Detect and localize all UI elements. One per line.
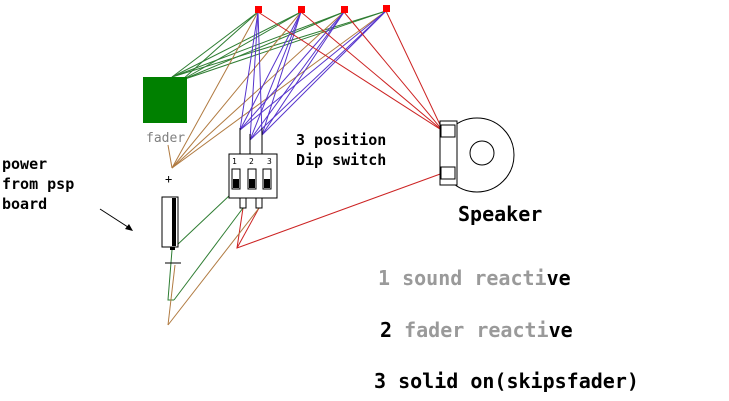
wire-purple-3-0: [239, 10, 387, 131]
wire-green-dip-ground: [173, 207, 244, 301]
speaker-terminal-top: [440, 124, 456, 138]
wire-purple-3-1: [249, 10, 387, 141]
wire-purple-1-0: [239, 11, 302, 131]
wire-green-b-2: [181, 11, 345, 81]
wire-brown-dip-ground: [167, 207, 260, 326]
led-1: [255, 6, 262, 13]
battery: +: [161, 172, 181, 264]
speaker-terminal-bottom: [440, 166, 456, 180]
wire-green-a-2: [171, 11, 345, 78]
wire-brown-2: [171, 11, 345, 169]
wire-brown-battery: [167, 264, 176, 326]
mode-2-text: fader reacti: [404, 318, 549, 342]
wire-purple-0-1: [249, 11, 259, 141]
wire-green-a-3: [171, 10, 387, 78]
fader-label: fader: [146, 131, 186, 146]
arrow: [99, 208, 133, 231]
wire-green-b-1: [181, 11, 302, 81]
wire-red-0: [257, 11, 444, 132]
mode-1-number: 1: [378, 266, 391, 290]
dip-switch-label: 3 position Dip switch: [296, 131, 387, 169]
wire-red-2: [343, 11, 444, 132]
wire-red-1: [300, 11, 444, 132]
wire-purple-0-0: [239, 11, 259, 131]
mode-3-number: 3: [374, 369, 387, 393]
wire-green-a-0: [171, 11, 259, 78]
wire-fader-battery: [167, 144, 173, 169]
mode-3: 3 solid on(skipsfader): [374, 369, 639, 393]
wire-green-battery: [167, 249, 174, 301]
mode-2-number: 2: [380, 318, 393, 342]
wire-purple-2-1: [249, 11, 345, 141]
wire-brown-3: [171, 10, 387, 169]
battery-plus: +: [165, 172, 172, 186]
power-label: power from psp board: [2, 155, 75, 213]
wire-brown-0: [171, 11, 259, 169]
wires: [167, 10, 444, 326]
wire-purple-2-0: [239, 11, 345, 131]
wire-purple-0-2: [257, 11, 263, 136]
mode-1-text: sound reacti: [402, 266, 547, 290]
mode-2-tail: ve: [548, 318, 573, 342]
mode-1-tail: ve: [546, 266, 571, 290]
wire-green-battery-dip: [175, 194, 231, 247]
wire-brown-1: [171, 11, 302, 169]
dip-pin-1: 1: [232, 157, 237, 166]
dip-pin-3: 3: [267, 157, 272, 166]
fader-block: [143, 77, 187, 123]
wire-purple-2-2: [261, 11, 345, 136]
mode-3-text: solid on(skipsfader): [398, 369, 639, 393]
dip-switch: 1 2 3: [228, 153, 278, 209]
wire-red-dip-join: [236, 207, 260, 249]
wire-red-3: [385, 10, 444, 132]
led-4: [383, 5, 390, 12]
led-2: [298, 6, 305, 13]
speaker-label: Speaker: [458, 202, 543, 226]
dip-pin-2: 2: [249, 157, 254, 166]
speaker: [439, 117, 515, 193]
mode-1: 1 sound reactive: [378, 266, 571, 290]
led-3: [341, 6, 348, 13]
wire-purple-3-2: [261, 10, 387, 136]
wire-purple-1-1: [249, 11, 302, 141]
wire-green-b-0: [181, 11, 259, 81]
mode-2: 2 fader reactive: [380, 318, 573, 342]
wire-green-a-1: [171, 11, 302, 78]
